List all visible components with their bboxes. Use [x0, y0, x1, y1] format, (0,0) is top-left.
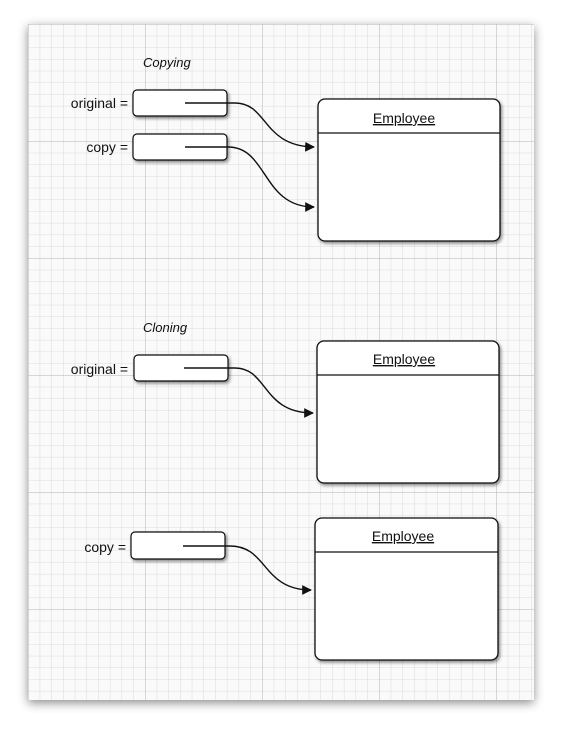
copying-heading: Copying: [143, 55, 191, 70]
cloning-copy-label: copy =: [84, 539, 126, 555]
cloning-original-employee-class-name: Employee: [373, 351, 435, 367]
cloning-copy-employee-object: [314, 517, 499, 661]
cloning-copy-employee-class-name: Employee: [372, 528, 434, 544]
cloning-original-employee-object: [316, 340, 500, 484]
copying-employee-class-name: Employee: [373, 110, 435, 126]
cloning-original-arrow: [184, 367, 314, 418]
copying-employee-object: [317, 98, 501, 242]
cloning-section: Cloning original = Employee copy = Emplo…: [71, 320, 500, 661]
copying-copy-arrow: [185, 146, 315, 212]
copying-copy-label: copy =: [86, 139, 128, 155]
cloning-copy-arrow: [183, 545, 312, 595]
cloning-original-label: original =: [71, 361, 128, 377]
copying-original-arrow: [185, 102, 315, 152]
cloning-heading: Cloning: [143, 320, 188, 335]
copying-original-label: original =: [71, 95, 128, 111]
copying-section: Copying original = copy = Employee: [71, 55, 501, 242]
